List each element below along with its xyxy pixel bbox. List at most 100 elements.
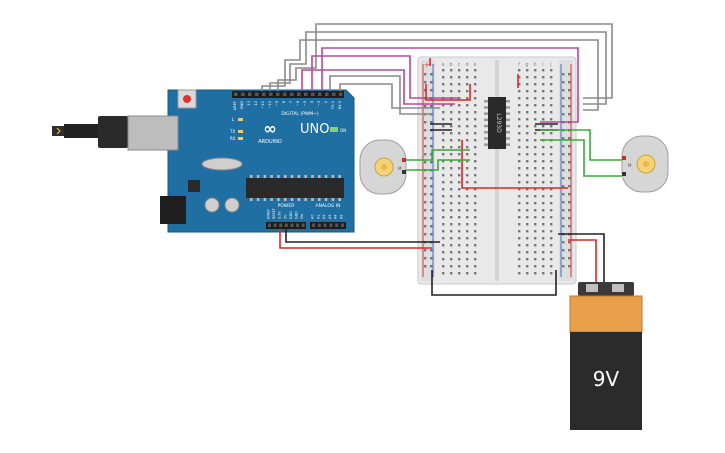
power-pin[interactable] — [290, 223, 294, 228]
digital-pin[interactable] — [311, 92, 315, 97]
digital-pin-label: 8 — [282, 100, 286, 103]
breadboard-hole — [550, 272, 553, 275]
digital-pin-label: RX 0 — [338, 100, 342, 109]
analog-pin[interactable] — [335, 223, 339, 228]
breadboard-hole — [518, 202, 521, 205]
breadboard-hole — [450, 209, 453, 212]
power-pin[interactable] — [273, 223, 277, 228]
analog-pin-label: A2 — [322, 215, 326, 219]
battery-9v[interactable]: 9V — [569, 282, 643, 430]
digital-pin[interactable] — [248, 92, 252, 97]
breadboard-hole — [458, 230, 461, 233]
usb-icon — [56, 127, 61, 135]
dc-motor-left[interactable]: M — [359, 139, 407, 195]
breadboard-hole — [526, 202, 529, 205]
breadboard-hole — [474, 104, 477, 107]
l293d-chip[interactable]: L293D — [484, 97, 510, 149]
usb-cable-tip — [52, 126, 66, 136]
rail-hole — [424, 257, 427, 260]
power-pin[interactable] — [284, 223, 288, 228]
breadboard-hole — [534, 118, 537, 121]
chip-pin — [484, 137, 488, 140]
digital-pin[interactable] — [234, 92, 238, 97]
analog-pin[interactable] — [317, 223, 321, 228]
rail-hole — [562, 217, 565, 220]
breadboard-hole — [474, 132, 477, 135]
rail-hole — [430, 73, 433, 76]
rail-hole — [424, 193, 427, 196]
power-pin[interactable] — [296, 223, 299, 228]
digital-pin[interactable] — [339, 92, 343, 97]
column-letter: e — [473, 62, 476, 68]
breadboard-hole — [518, 251, 521, 254]
digital-pin[interactable] — [297, 92, 301, 97]
capacitor-2 — [224, 197, 240, 213]
analog-pin[interactable] — [323, 223, 327, 228]
rail-hole — [562, 161, 565, 164]
breadboard-hole — [442, 237, 445, 240]
breadboard-hole — [474, 223, 477, 226]
digital-pin[interactable] — [318, 92, 322, 97]
breadboard-hole — [550, 244, 553, 247]
digital-pin[interactable] — [332, 92, 336, 97]
breadboard-hole — [466, 202, 469, 205]
motor-shaft-center — [381, 164, 387, 170]
digital-pin[interactable] — [241, 92, 245, 97]
breadboard-hole — [474, 111, 477, 114]
analog-pin[interactable] — [341, 223, 344, 228]
breadboard-hole — [466, 153, 469, 156]
digital-pin[interactable] — [304, 92, 308, 97]
digital-pin[interactable] — [255, 92, 259, 97]
rail-hole — [424, 73, 427, 76]
dc-motor-right[interactable]: M — [621, 135, 669, 193]
breadboard-hole — [526, 90, 529, 93]
breadboard-hole — [458, 139, 461, 142]
rail-hole — [562, 169, 565, 172]
rail-hole — [562, 89, 565, 92]
breadboard-hole — [442, 125, 445, 128]
breadboard-hole — [474, 237, 477, 240]
breadboard-hole — [550, 83, 553, 86]
breadboard-hole — [474, 230, 477, 233]
atmega-pin — [277, 175, 280, 178]
breadboard-hole — [526, 244, 529, 247]
digital-pin[interactable] — [269, 92, 273, 97]
breadboard-hole — [526, 265, 529, 268]
breadboard-hole — [534, 76, 537, 79]
breadboard-hole — [542, 251, 545, 254]
power-pin[interactable] — [279, 223, 283, 228]
breadboard-hole — [526, 104, 529, 107]
breadboard-hole — [450, 76, 453, 79]
power-pin[interactable] — [268, 223, 271, 228]
digital-pin[interactable] — [290, 92, 294, 97]
breadboard-hole — [474, 167, 477, 170]
breadboard-hole — [466, 258, 469, 261]
breadboard-hole — [526, 153, 529, 156]
breadboard-hole — [458, 272, 461, 275]
breadboard-hole — [466, 146, 469, 149]
breadboard-hole — [526, 237, 529, 240]
breadboard-hole — [550, 230, 553, 233]
power-pin[interactable] — [301, 223, 305, 228]
digital-pin[interactable] — [262, 92, 266, 97]
breadboard-hole — [550, 181, 553, 184]
breadboard-hole — [542, 265, 545, 268]
atmega-pin — [331, 198, 335, 201]
breadboard-hole — [526, 160, 529, 163]
digital-pin[interactable] — [283, 92, 287, 97]
digital-pin[interactable] — [276, 92, 280, 97]
analog-pin[interactable] — [312, 223, 315, 228]
breadboard-hole — [466, 174, 469, 177]
breadboard-hole — [466, 216, 469, 219]
analog-pin[interactable] — [329, 223, 333, 228]
digital-pin[interactable] — [325, 92, 329, 97]
rail-plus-label: + — [424, 61, 430, 69]
breadboard-hole — [542, 125, 545, 128]
rail-hole — [562, 145, 565, 148]
reset-button-cap — [183, 95, 191, 103]
breadboard-hole — [458, 153, 461, 156]
